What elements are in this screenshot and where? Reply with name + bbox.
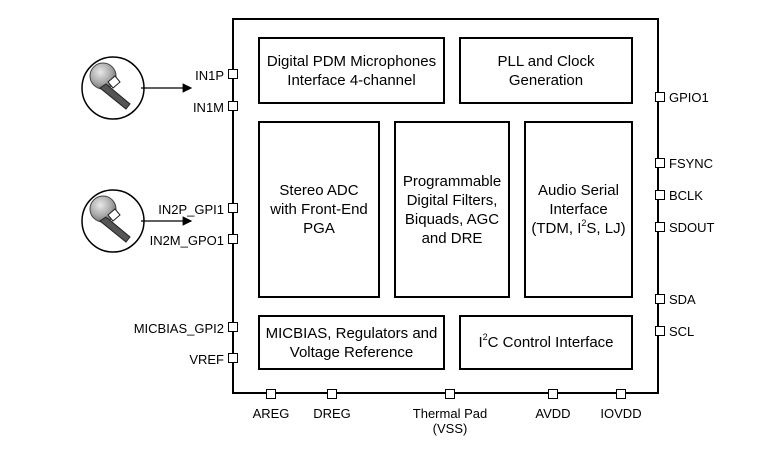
microphone-icon [81, 56, 193, 120]
pin-fsync [655, 158, 665, 168]
block-audio-serial: Audio Serial Interface (TDM, I2S, LJ) [524, 121, 633, 298]
block-pll-label: PLL and Clock Generation [497, 52, 595, 89]
pin-label-gpio1: GPIO1 [669, 90, 709, 105]
pin-in1p [228, 69, 238, 79]
pin-sdout [655, 222, 665, 232]
block-pll: PLL and Clock Generation [459, 37, 633, 104]
pin-label-bclk: BCLK [669, 188, 703, 203]
block-i2c-label: I2C Control Interface [478, 332, 614, 352]
pin-label-in2p: IN2P_GPI1 [158, 202, 224, 217]
pin-label-areg: AREG [252, 406, 290, 421]
block-i2c: I2C Control Interface [459, 315, 633, 370]
block-asi-label: Audio Serial Interface (TDM, I2S, LJ) [531, 182, 626, 237]
block-dsp-label: Programmable Digital Filters, Biquads, A… [402, 172, 502, 247]
block-pdm-interface: Digital PDM Microphones Interface 4-chan… [258, 37, 445, 104]
pin-micbias [228, 322, 238, 332]
pin-areg [266, 389, 276, 399]
block-pdm-label: Digital PDM Microphones Interface 4-chan… [266, 52, 437, 89]
pin-label-thermal-pad: Thermal Pad (VSS) [412, 406, 488, 436]
block-adc: Stereo ADC with Front-End PGA [258, 121, 380, 298]
pin-sda [655, 294, 665, 304]
pin-in2p [228, 203, 238, 213]
pin-scl [655, 326, 665, 336]
pin-label-in1p: IN1P [195, 68, 224, 83]
pin-label-sda: SDA [669, 292, 696, 307]
microphone-icon [81, 189, 193, 253]
block-dsp: Programmable Digital Filters, Biquads, A… [394, 121, 510, 298]
pin-avdd [548, 389, 558, 399]
pin-thermal-pad [445, 389, 455, 399]
pin-vref [228, 353, 238, 363]
pin-label-sdout: SDOUT [669, 220, 715, 235]
block-adc-label: Stereo ADC with Front-End PGA [270, 182, 368, 237]
pin-label-avdd: AVDD [535, 406, 571, 421]
pin-label-scl: SCL [669, 324, 695, 339]
pin-label-iovdd: IOVDD [600, 406, 642, 421]
block-micbias: MICBIAS, Regulators and Voltage Referenc… [258, 315, 445, 370]
pin-label-vref: VREF [189, 352, 224, 367]
pin-label-dreg: DREG [313, 406, 351, 421]
pin-dreg [327, 389, 337, 399]
pin-label-micbias: MICBIAS_GPI2 [133, 321, 224, 336]
pin-label-in1m: IN1M [192, 100, 224, 115]
pin-gpio1 [655, 92, 665, 102]
pin-in1m [228, 101, 238, 111]
pin-iovdd [616, 389, 626, 399]
pin-bclk [655, 190, 665, 200]
block-micbias-label: MICBIAS, Regulators and Voltage Referenc… [265, 324, 438, 361]
pin-label-fsync: FSYNC [669, 156, 714, 171]
pin-label-in2m: IN2M_GPO1 [149, 233, 224, 248]
pin-in2m [228, 234, 238, 244]
